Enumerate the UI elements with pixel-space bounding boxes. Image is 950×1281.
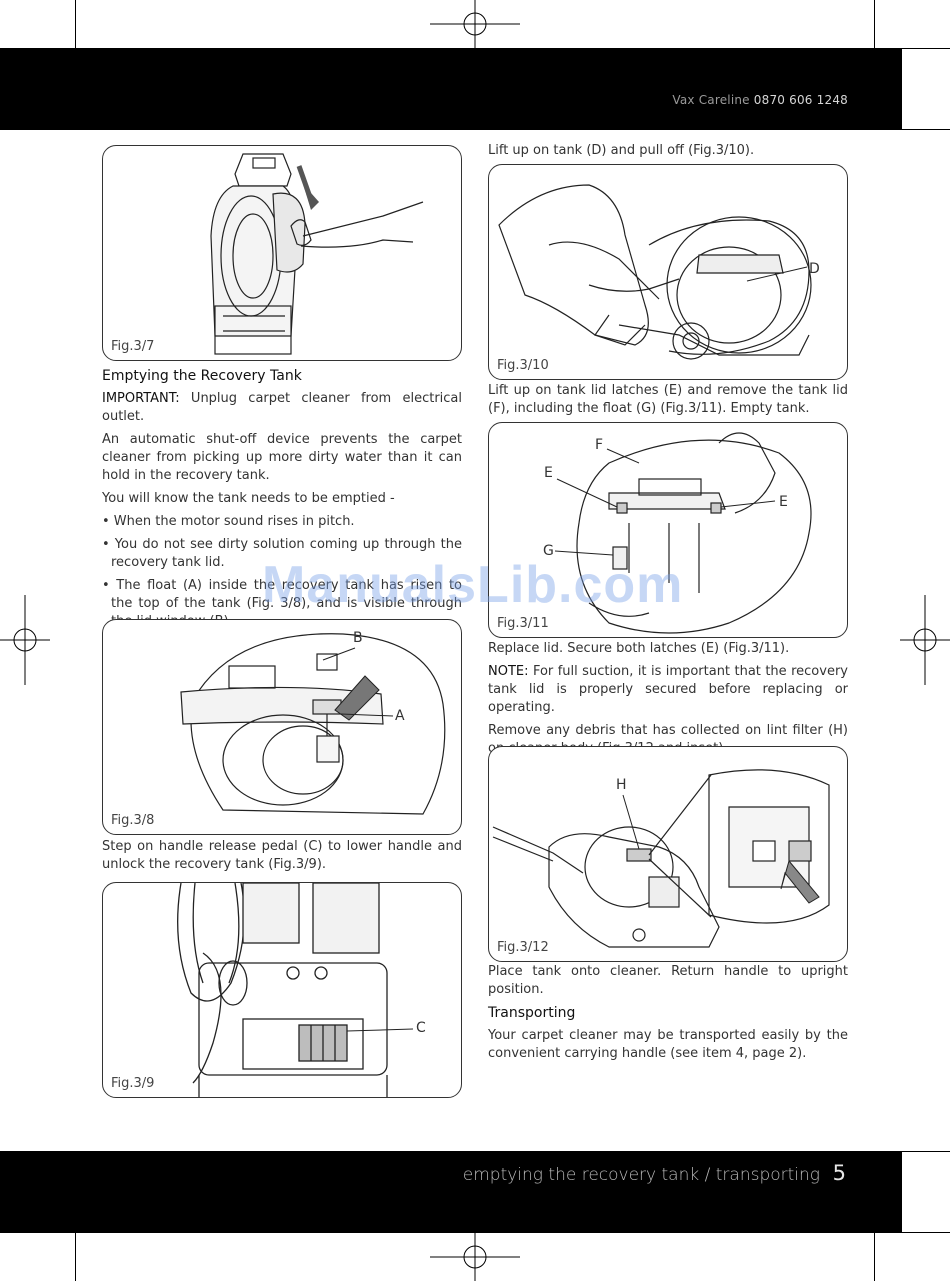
figure-label: Fig.3/7 bbox=[111, 339, 155, 354]
header-band bbox=[0, 48, 902, 130]
paragraph: Place tank onto cleaner. Return handle t… bbox=[488, 964, 848, 997]
registration-mark bbox=[900, 595, 950, 685]
fig-3-8-illustration bbox=[180, 633, 446, 815]
fig-3-7-illustration bbox=[210, 153, 424, 355]
callout-g: G bbox=[543, 543, 554, 559]
page-number: 5 bbox=[832, 1161, 846, 1185]
paragraph: An automatic shut-off device prevents th… bbox=[102, 432, 462, 483]
crop-mark bbox=[874, 0, 875, 48]
figure-3-11: F E E G Fig.3/11 bbox=[488, 422, 848, 638]
bullet-item: • When the motor sound rises in pitch. bbox=[102, 514, 355, 529]
section-heading: Emptying the Recovery Tank bbox=[102, 368, 302, 384]
callout-c: C bbox=[416, 1020, 426, 1036]
footer-band bbox=[0, 1151, 902, 1233]
figure-label: Fig.3/10 bbox=[497, 358, 549, 373]
crop-mark bbox=[75, 1233, 76, 1281]
figure-label: Fig.3/8 bbox=[111, 813, 155, 828]
figure-label: Fig.3/12 bbox=[497, 940, 549, 955]
bullet-item: • You do not see dirty solution coming u… bbox=[102, 537, 462, 570]
figure-label: Fig.3/11 bbox=[497, 616, 549, 631]
paragraph: Lift up on tank lid latches (E) and remo… bbox=[488, 383, 848, 416]
right-text-lower: Place tank onto cleaner. Return handle t… bbox=[488, 963, 848, 1068]
careline-label: Vax Careline bbox=[672, 93, 750, 107]
right-text-middle: Replace lid. Secure both latches (E) (Fi… bbox=[488, 640, 848, 763]
paragraph: You will know the tank needs to be empti… bbox=[102, 491, 395, 506]
figure-3-10: D Fig.3/10 bbox=[488, 164, 848, 380]
registration-mark bbox=[430, 1233, 520, 1281]
fig-3-10-illustration bbox=[498, 184, 812, 360]
crop-mark bbox=[902, 1151, 950, 1152]
watermark: ManualsLib.com bbox=[262, 556, 684, 614]
callout-b: B bbox=[353, 630, 363, 646]
right-text-latches: Lift up on tank lid latches (E) and remo… bbox=[488, 382, 848, 423]
crop-mark bbox=[902, 129, 950, 130]
figure-3-12: H Fig.3/12 bbox=[488, 746, 848, 962]
paragraph: Your carpet cleaner may be transported e… bbox=[488, 1028, 848, 1061]
paragraph: Lift up on tank (D) and pull off (Fig.3/… bbox=[488, 143, 755, 158]
fig-3-9-illustration bbox=[177, 883, 414, 1097]
careline: Vax Careline 0870 606 1248 bbox=[672, 93, 848, 107]
footer-section-title: emptying the recovery tank / transportin… bbox=[462, 1165, 820, 1185]
fig-3-11-illustration bbox=[554, 432, 812, 634]
careline-number: 0870 606 1248 bbox=[753, 93, 848, 107]
figure-3-7: Fig.3/7 bbox=[102, 145, 462, 361]
callout-h: H bbox=[616, 777, 627, 793]
callout-a: A bbox=[395, 708, 405, 724]
callout-e-right: E bbox=[779, 494, 788, 510]
paragraph: Step on handle release pedal (C) to lowe… bbox=[102, 839, 462, 872]
paragraph: Replace lid. Secure both latches (E) (Fi… bbox=[488, 641, 790, 656]
note-label: NOTE: bbox=[488, 664, 529, 679]
callout-e-left: E bbox=[544, 465, 553, 481]
important-paragraph: IMPORTANT: Unplug carpet cleaner from el… bbox=[102, 390, 462, 426]
important-label: IMPORTANT: bbox=[102, 391, 180, 406]
note-paragraph: NOTE: For full suction, it is important … bbox=[488, 663, 848, 717]
callout-f: F bbox=[595, 437, 604, 453]
note-text: For full suction, it is important that t… bbox=[488, 664, 848, 715]
registration-mark bbox=[0, 595, 50, 685]
callout-d: D bbox=[809, 261, 820, 277]
figure-3-8: B A Fig.3/8 bbox=[102, 619, 462, 835]
registration-mark bbox=[430, 0, 520, 48]
transport-heading: Transporting bbox=[488, 1005, 576, 1021]
right-text-lift: Lift up on tank (D) and pull off (Fig.3/… bbox=[488, 142, 848, 165]
crop-mark bbox=[75, 0, 76, 48]
important-text: Unplug carpet cleaner from electrical ou… bbox=[102, 391, 462, 424]
crop-mark bbox=[902, 1232, 950, 1233]
fig-3-12-illustration bbox=[492, 769, 830, 948]
figure-3-9: C Fig.3/9 bbox=[102, 882, 462, 1098]
figure-label: Fig.3/9 bbox=[111, 1076, 155, 1091]
crop-mark bbox=[902, 48, 950, 49]
left-text-upper: Emptying the Recovery Tank IMPORTANT: Un… bbox=[102, 367, 462, 636]
crop-mark bbox=[874, 1233, 875, 1281]
left-text-step: Step on handle release pedal (C) to lowe… bbox=[102, 838, 462, 879]
